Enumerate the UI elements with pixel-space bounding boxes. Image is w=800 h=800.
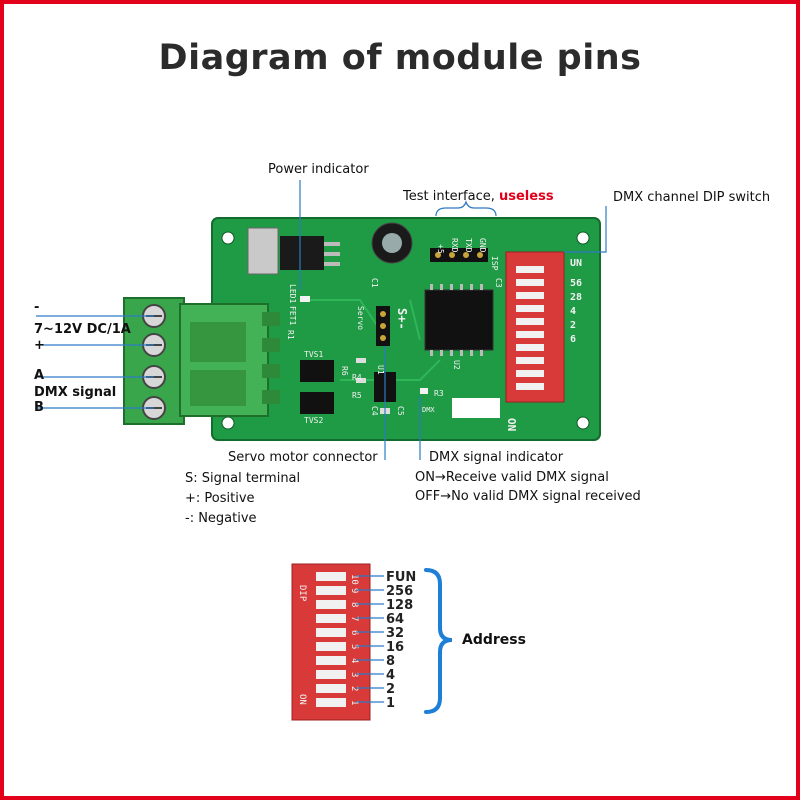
silk-c3: C3: [494, 278, 503, 288]
silk-tvs2: TVS2: [304, 416, 323, 425]
address-value: 128: [386, 598, 413, 613]
address-value: 256: [386, 584, 413, 599]
silk-r6: R6: [340, 366, 349, 376]
dip-switch-number: 10: [349, 574, 359, 585]
address-value: 4: [386, 668, 395, 683]
address-value: 64: [386, 612, 404, 627]
terminal-block: [123, 297, 280, 425]
dip-side-label: UN: [570, 258, 582, 269]
dip-switch-number: 5: [349, 644, 359, 649]
power-voltage-label: 7~12V DC/1A: [34, 322, 131, 337]
isp-pin-label: TXD: [464, 238, 473, 253]
test-interface-text: Test interface,: [403, 189, 495, 204]
dmx-a-label: A: [34, 368, 45, 383]
dip-side-label: 56: [570, 278, 582, 289]
isp-pin-label: RXD: [450, 238, 459, 253]
address-label: Address: [462, 632, 526, 648]
dip-switch-number: 2: [349, 686, 359, 691]
silk-fet1: FET1: [288, 306, 297, 325]
silk-c1: C1: [370, 278, 379, 288]
dip-switch-number: 3: [349, 672, 359, 677]
servo-s-desc: S: Signal terminal: [185, 471, 301, 486]
servo-minus-desc: -: Negative: [185, 511, 257, 526]
silk-led1: LED1: [288, 284, 297, 303]
power-minus-label: -: [34, 300, 40, 315]
address-value: 32: [386, 626, 404, 641]
pcb-board: [211, 217, 601, 441]
address-value: 2: [386, 682, 395, 697]
address-value: 1: [386, 696, 395, 711]
dip-side-label: 2: [570, 320, 576, 331]
silk-on: ON: [505, 418, 518, 431]
dmx-off-desc: OFF→No valid DMX signal received: [415, 489, 641, 504]
address-bracket: [424, 568, 453, 714]
dmx-b-label: B: [34, 400, 44, 415]
dip-side-label: 4: [570, 306, 576, 317]
dip-side-label: 28: [570, 292, 582, 303]
silk-tvs1: TVS1: [304, 350, 323, 359]
isp-pin-label: +5: [436, 244, 445, 254]
address-dip-switch: DIP ON 10 9 8 7 6 5 4 3 2 1 FUN 256 128 …: [291, 563, 453, 721]
isp-pin-label: GND: [478, 238, 487, 253]
diagram-title: Diagram of module pins: [158, 38, 642, 78]
dmx-on-desc: ON→Receive valid DMX signal: [415, 470, 609, 485]
leader-lines: [36, 180, 607, 460]
silk-u2: U2: [452, 360, 461, 370]
dmx-signal-label: DMX signal: [34, 385, 117, 400]
dmx-indicator-label: DMX signal indicator: [429, 450, 564, 465]
silk-dmx: DMX: [422, 406, 435, 414]
dip-switch-number: 6: [349, 630, 359, 635]
address-value: 16: [386, 640, 404, 655]
dip-switch-number: 7: [349, 616, 359, 621]
dip-label: DIP: [297, 585, 307, 602]
dip-switch-number: 4: [349, 658, 359, 663]
isp-label: ISP: [490, 256, 499, 271]
power-plus-label: +: [34, 338, 45, 353]
dip-switch-number: 1: [349, 700, 359, 705]
test-interface-label: Test interface, useless: [403, 189, 554, 204]
on-label: ON: [297, 694, 307, 705]
useless-note: useless: [499, 189, 554, 204]
silk-r5: R5: [352, 391, 362, 400]
pcb-silkscreen: +5 RXD TXD GND ISP Servo S+- LED1 FET1 R…: [286, 238, 582, 431]
servo-connector-label: Servo motor connector: [228, 450, 378, 465]
silk-c5: C5: [396, 406, 405, 416]
silk-r1: R1: [286, 330, 295, 340]
address-value: 8: [386, 654, 395, 669]
dip-switch-label: DMX channel DIP switch: [613, 190, 771, 205]
silk-u1: U1: [376, 365, 385, 375]
silk-r3: R3: [434, 389, 444, 398]
dip-side-label: 6: [570, 334, 576, 345]
power-indicator-label: Power indicator: [268, 162, 369, 177]
dip-switch-number: 8: [349, 602, 359, 607]
silk-c4: C4: [370, 406, 379, 416]
servo-label: Servo: [356, 306, 365, 330]
dip-switch-number: 9: [349, 588, 359, 593]
servo-plus-desc: +: Positive: [185, 491, 255, 506]
silk-r4: R4: [352, 373, 362, 382]
address-value: FUN: [386, 570, 416, 585]
servo-pins-label: S+-: [395, 308, 409, 330]
